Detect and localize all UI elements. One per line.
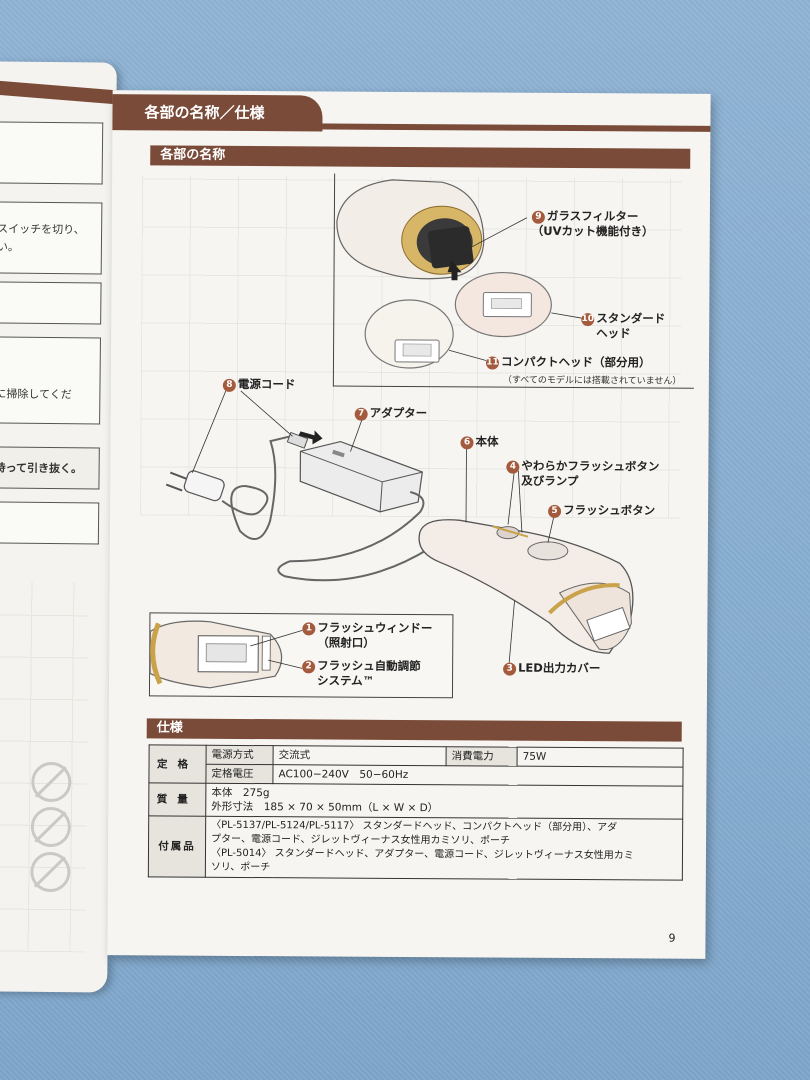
spec-sub-label: 電源方式 xyxy=(206,745,274,765)
spec-category-rating: 定格 xyxy=(148,744,207,784)
prohibited-icon xyxy=(30,851,71,893)
flash-window-illustration xyxy=(149,620,303,689)
left-page: スイッチを切り、 い。 に掃除してくだ 持って引き抜く。 xyxy=(0,61,117,993)
table-row: 付属品 〈PL-5137/PL-5124/PL-5117〉 スタンダードヘッド、… xyxy=(148,815,683,881)
spec-value: AC100−240V 50−60Hz xyxy=(272,764,684,787)
parts-illustration xyxy=(165,179,634,663)
table-row: 質量 本体 275g 外形寸法 185 × 70 × 50mm（L × W × … xyxy=(148,782,683,820)
spec-value: 〈PL-5137/PL-5124/PL-5117〉 スタンダードヘッド、コンパク… xyxy=(205,816,683,881)
power-cord-illustration xyxy=(221,435,307,541)
left-page-text-4: 持って引き抜く。 xyxy=(0,461,83,476)
spec-value: 本体 275g 外形寸法 185 × 70 × 50mm（L × W × D） xyxy=(205,783,683,820)
right-page: 各部の名称／仕様 各部の名称 xyxy=(107,90,711,959)
spec-table: 定格 電源方式 交流式 消費電力 75W 定格電圧 AC100−240V 50−… xyxy=(148,744,684,881)
spec-section-title: 仕様 xyxy=(146,718,682,742)
left-page-header-band xyxy=(0,80,117,106)
compact-head-note: （すべてのモデルには搭載されていません） xyxy=(502,375,682,387)
spec-sub-label: 消費電力 xyxy=(446,746,518,767)
left-page-box-3 xyxy=(0,281,102,325)
left-page-text-2: い。 xyxy=(0,240,19,254)
spec-value: 交流式 xyxy=(273,745,447,766)
spec-sub-label: 定格電圧 xyxy=(205,764,274,784)
page-number: 9 xyxy=(668,931,676,945)
left-page-box-1 xyxy=(0,121,104,185)
main-device-illustration xyxy=(418,519,634,654)
left-page-box-6 xyxy=(0,501,100,545)
left-page-box-5: 持って引き抜く。 xyxy=(0,446,100,490)
left-page-text-3: に掃除してくだ xyxy=(0,387,72,402)
adapter-illustration xyxy=(299,440,423,513)
left-page-text-1: スイッチを切り、 xyxy=(0,222,85,237)
plug-illustration xyxy=(165,470,225,502)
left-page-box-2: スイッチを切り、 い。 xyxy=(0,201,103,275)
arrow-icon xyxy=(447,260,462,281)
spec-category-accessories: 付属品 xyxy=(148,815,206,878)
spec-category-mass: 質量 xyxy=(148,782,206,817)
prohibited-icon xyxy=(31,761,72,803)
prohibited-icon xyxy=(30,806,72,848)
arrow-icon xyxy=(298,430,323,445)
left-page-box-4: に掃除してくだ xyxy=(0,336,101,425)
glass-filter-illustration xyxy=(427,226,474,269)
spec-value: 75W xyxy=(517,747,684,768)
